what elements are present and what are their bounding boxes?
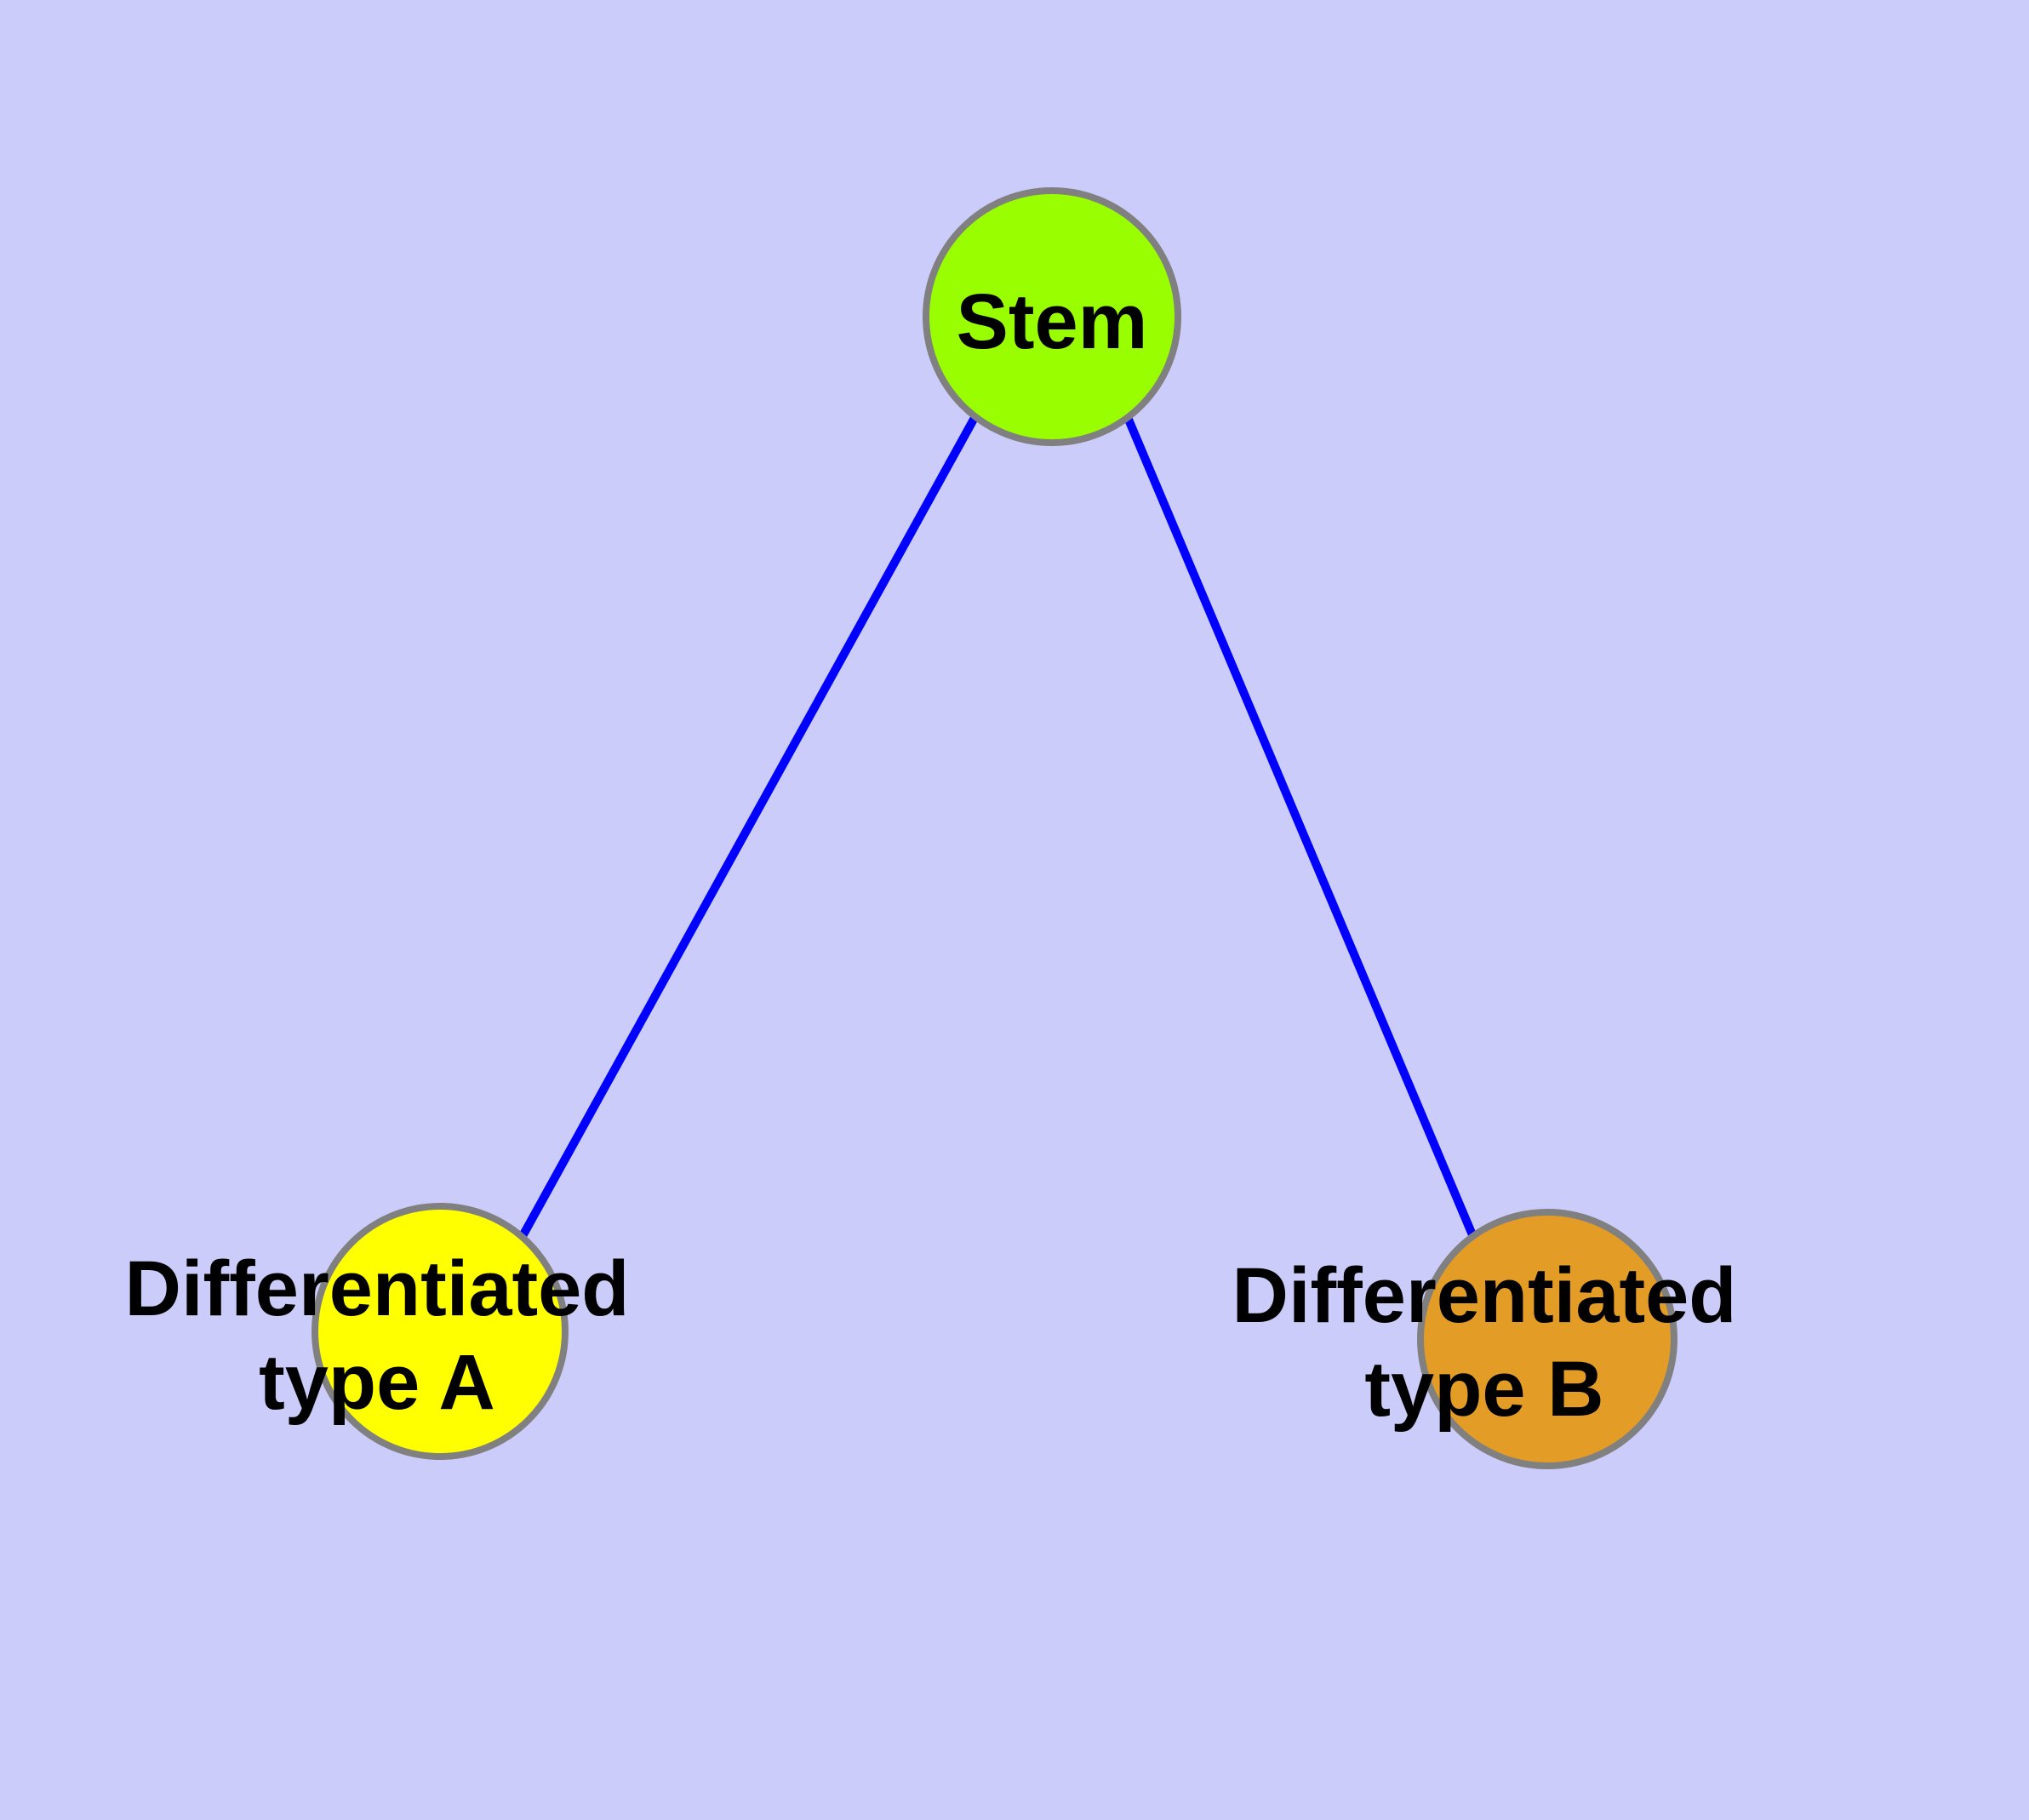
node-label-diff_a-line-1: Differentiated: [125, 1245, 630, 1332]
node-label-diff_a-line-2: type A: [259, 1339, 495, 1426]
edge-stem-to-diff-a[interactable]: [518, 414, 980, 1239]
node-label-diff_b-line-1: Differentiated: [1232, 1252, 1737, 1339]
node-stem[interactable]: Stem: [923, 187, 1181, 446]
node-circle-stem[interactable]: [923, 187, 1181, 446]
edges-layer: [518, 414, 1477, 1239]
edge-stem-to-diff-b[interactable]: [1123, 414, 1477, 1239]
node-circle-diff_a[interactable]: [311, 1203, 569, 1460]
node-label-diff_b-line-2: type B: [1364, 1346, 1603, 1433]
node-circle-diff_b[interactable]: [1417, 1209, 1677, 1469]
node-label-stem-line-1: Stem: [957, 278, 1148, 365]
